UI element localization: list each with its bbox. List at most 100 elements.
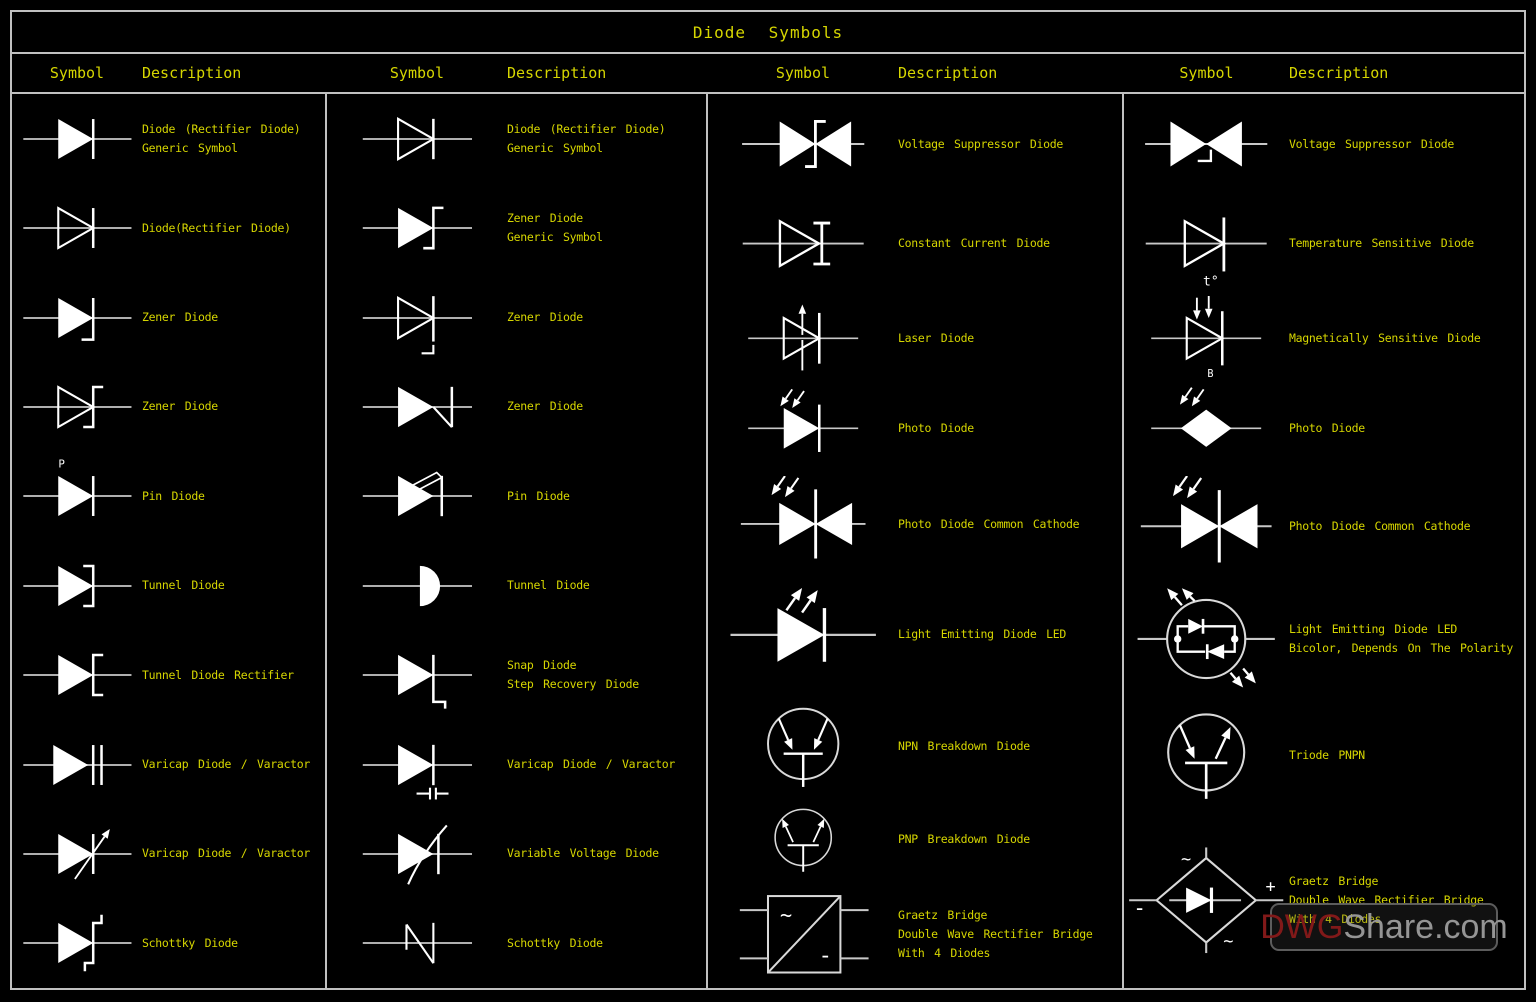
header-column-3: Symbol Description [708,64,1124,82]
varicap-arrow-filled-icon [12,809,142,898]
table-row: Tunnel Diode Rectifier [12,630,325,719]
photo-cc-icon [1124,473,1289,580]
pin-filled-icon: P [12,452,142,541]
description-text: Pin Diode [142,488,205,503]
description-text: Voltage Suppressor Diode [898,136,1063,151]
table-row: Varicap Diode / Varactor [327,720,706,809]
description-header: Description [142,64,242,82]
snap-filled-icon [327,630,507,719]
svg-text:-: - [1134,895,1147,920]
description-text: Diode (Rectifier Diode)Generic Symbol [507,121,666,155]
table-row: Zener Diode [327,273,706,362]
photo-in-filled-icon [708,383,898,473]
table-row: Diode (Rectifier Diode)Generic Symbol [12,94,325,183]
description-text: Varicap Diode / Varactor [142,846,310,861]
graetz-square-icon: ~- [708,881,898,988]
schottky-filled-icon [12,899,142,988]
svg-text:~: ~ [1181,849,1191,869]
table-row: Varicap Diode / Varactor [12,720,325,809]
table-row: Tunnel Diode [12,541,325,630]
table-row: Diode (Rectifier Diode)Generic Symbol [327,94,706,183]
description-text: Varicap Diode / Varactor [142,757,310,772]
symbol-header: Symbol [1179,64,1234,82]
description-text: Tunnel Diode [507,578,590,593]
description-text: Zener Diode [142,310,218,325]
description-text: Photo Diode [898,420,974,435]
laser-icon [708,293,898,383]
symbol-header: Symbol [49,64,105,82]
svg-text:-: - [818,943,831,969]
description-text: Zener Diode [507,310,583,325]
table-row: Schottky Diode [12,899,325,988]
triode-pnpn-icon [1124,697,1289,813]
svg-text:P: P [58,458,65,471]
table-row: Tunnel Diode [327,541,706,630]
led-bicolor-icon [1124,580,1289,697]
description-text: Voltage Suppressor Diode [1289,136,1454,151]
description-text: Zener Diode [142,399,218,414]
magnetic-icon: B [1124,293,1289,383]
title-bar: Diode Symbols [12,12,1524,54]
diode-filled-icon [12,94,142,183]
zener-outline-hook-icon [327,273,507,362]
table-row: Variable Voltage Diode [327,809,706,898]
description-text: Photo Diode [1289,420,1365,435]
table-row: P Pin Diode [12,452,325,541]
description-text: Varicap Diode / Varactor [507,757,675,772]
table-row: Voltage Suppressor Diode [1124,94,1524,194]
table-row: Laser Diode [708,293,1122,383]
pin-slash-filled-icon [327,452,507,541]
description-text: Diode (Rectifier Diode)Generic Symbol [142,121,301,155]
varicap-filled-icon [12,720,142,809]
description-text: Schottky Diode [507,935,603,950]
tunnel-half-icon [327,541,507,630]
table-row: Photo Diode Common Cathode [1124,473,1524,580]
temp-sensitive-icon: t° [1124,194,1289,293]
table-row: Pin Diode [327,452,706,541]
svg-text:~: ~ [1224,931,1234,951]
svg-text:t°: t° [1203,274,1219,289]
varicap2-filled-icon [327,720,507,809]
photo-cc-icon [708,473,898,575]
bowtie-z-icon [708,94,898,194]
varvolt-filled-icon [327,809,507,898]
table-row: Voltage Suppressor Diode [708,94,1122,194]
watermark-text-gray: Share.com [1343,907,1508,946]
description-text: Magnetically Sensitive Diode [1289,330,1481,345]
description-text: PNP Breakdown Diode [898,832,1030,846]
header-column-2: Symbol Description [327,64,708,82]
description-text: Temperature Sensitive Diode [1289,236,1474,250]
description-header: Description [1289,64,1389,82]
tunnel-filled-icon [12,541,142,630]
npn-breakdown-icon [708,694,898,798]
table-header: Symbol Description Symbol Description Sy… [12,54,1524,94]
header-column-4: Symbol Description [1124,64,1524,82]
description-text: NPN Breakdown Diode [898,738,1030,753]
table-row: Zener Diode [12,273,325,362]
symbols-column-4: Voltage Suppressor Diode t° Temperature Se… [1124,94,1524,988]
description-text: Photo Diode Common Cathode [898,516,1080,531]
led-out-icon [708,575,898,694]
table-row: Varicap Diode / Varactor [12,809,325,898]
graetz-diamond-icon: ~~-+ [1124,813,1289,988]
zener-outline-z-icon [12,362,142,451]
bowtie-hook-icon [1124,94,1289,194]
page-title: Diode Symbols [692,22,844,42]
description-text: Laser Diode [898,330,974,345]
description-text: Zener Diode [507,399,583,414]
description-text: Tunnel Diode [142,578,225,593]
table-row: Schottky Diode [327,899,706,988]
table-row: Zener Diode [12,362,325,451]
constant-current-icon [708,194,898,293]
svg-text:~: ~ [780,903,792,927]
